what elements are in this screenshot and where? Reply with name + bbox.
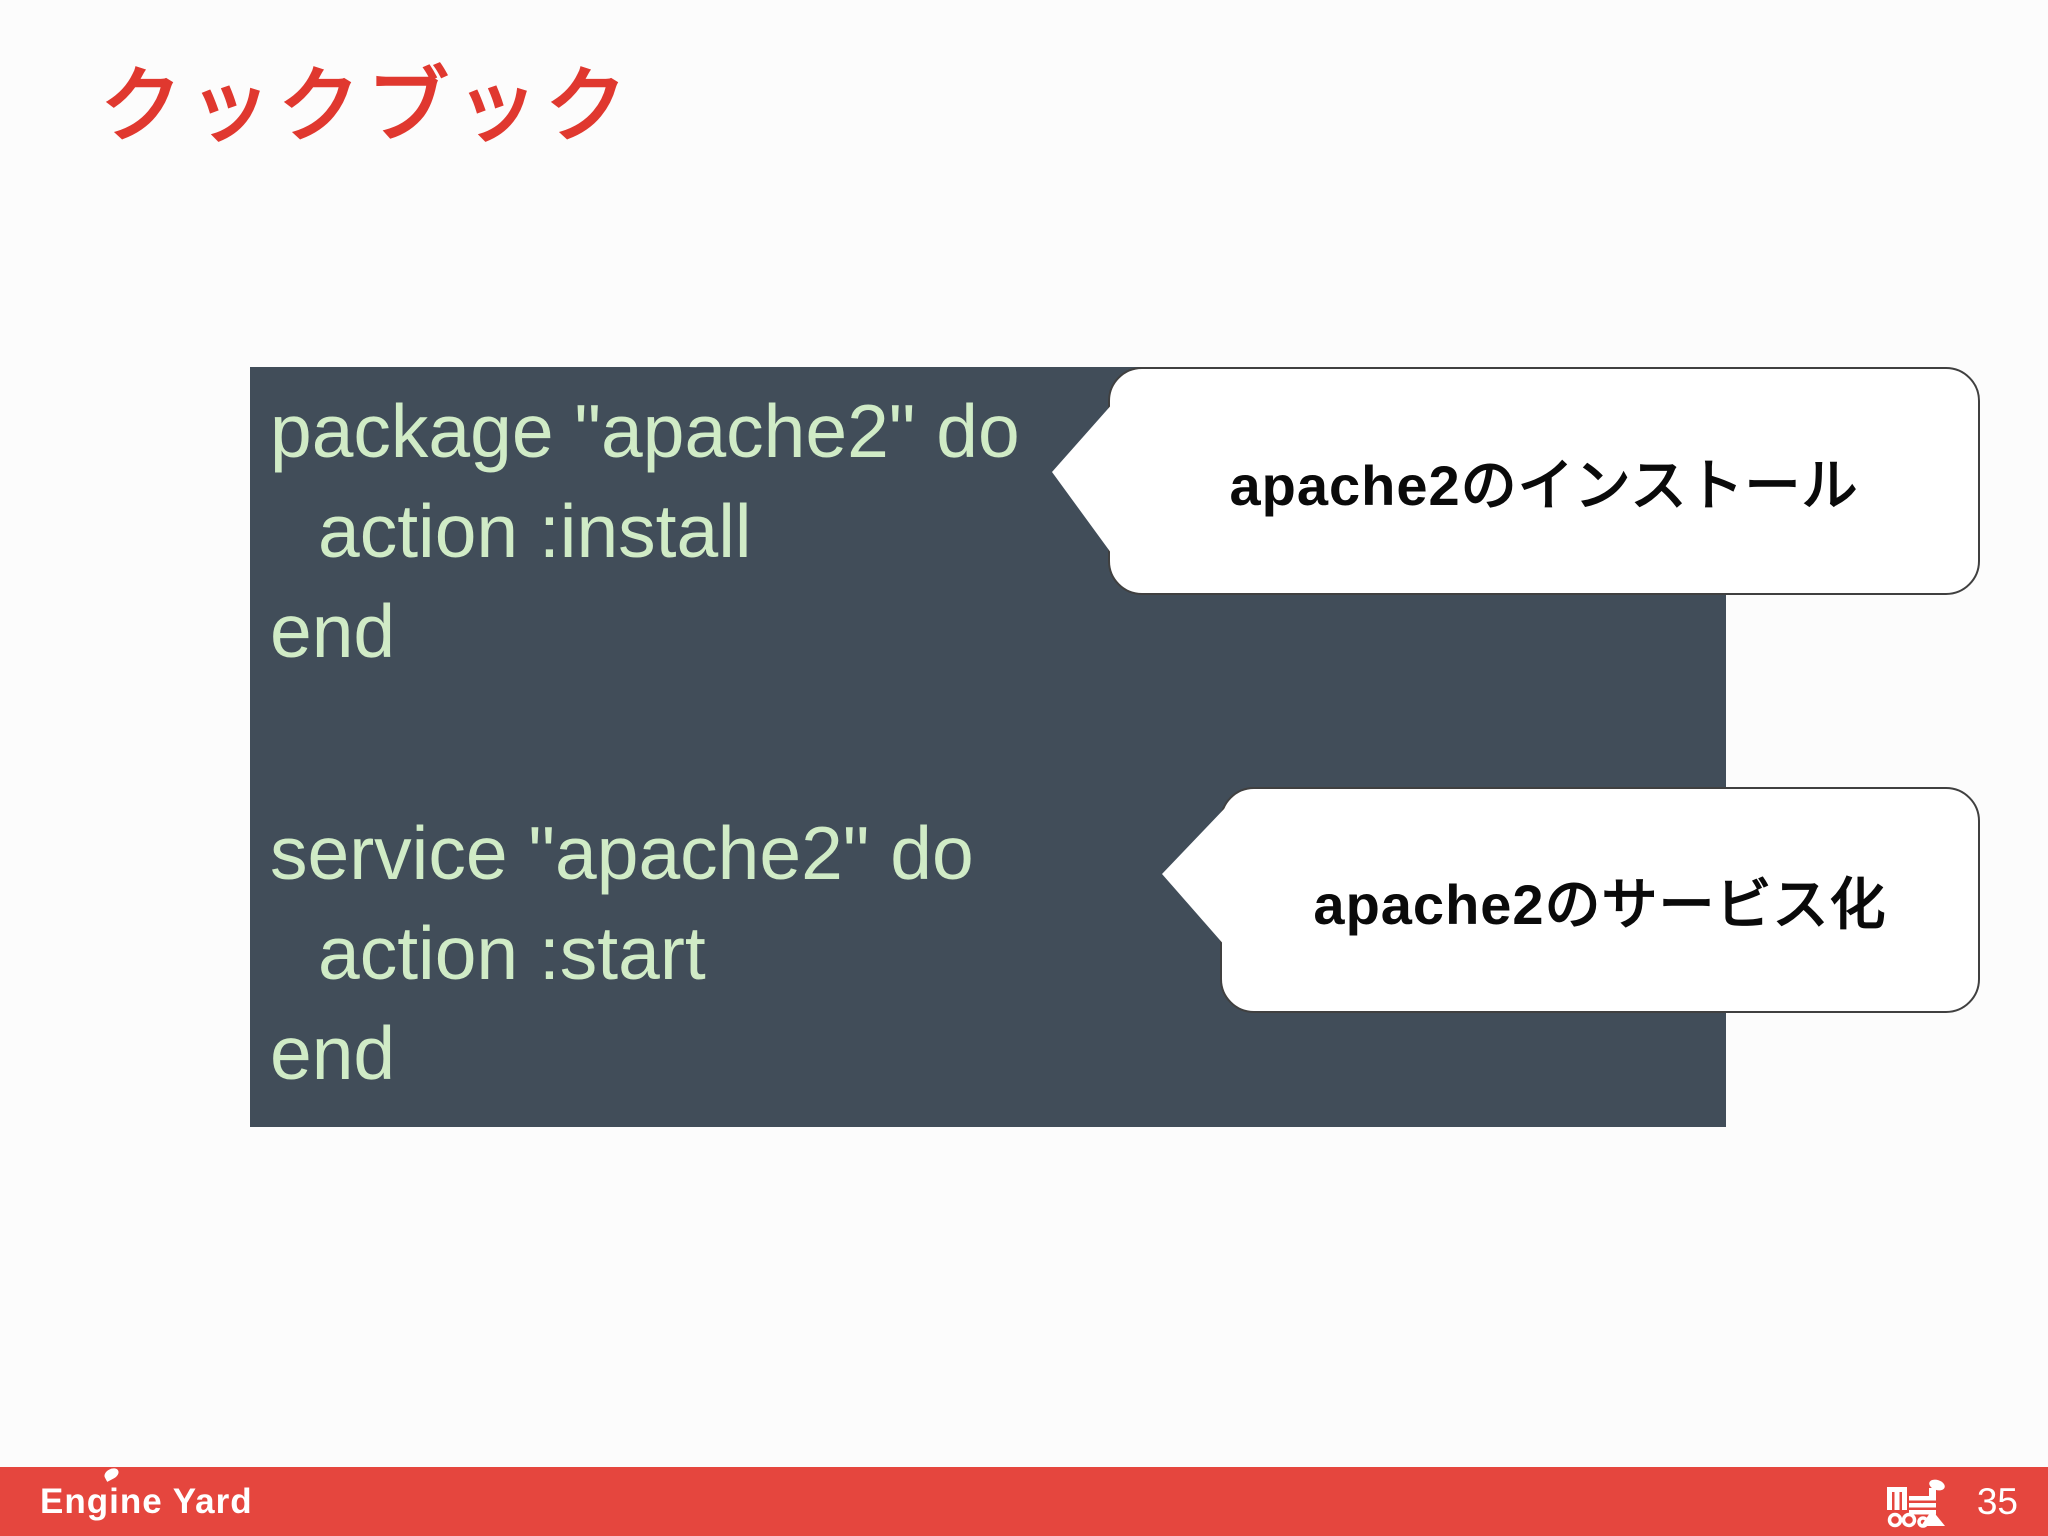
code-line: action :install bbox=[318, 489, 752, 573]
page-number: 35 bbox=[1976, 1480, 2018, 1522]
callout-service: apache2のサービス化 bbox=[1162, 787, 1980, 1013]
code-line-blank bbox=[270, 681, 1726, 803]
footer-bar: Engine Yard bbox=[0, 1465, 2048, 1536]
code-line: action :start bbox=[318, 911, 706, 995]
code-line: end bbox=[270, 589, 396, 673]
callout-service-label: apache2のサービス化 bbox=[1313, 872, 1887, 936]
code-line: end bbox=[270, 1011, 396, 1095]
code-line: service "apache2" do bbox=[270, 811, 974, 895]
engine-yard-logo: Engine Yard bbox=[40, 1465, 253, 1522]
callout-install: apache2のインストール bbox=[1052, 367, 1980, 595]
leaf-icon bbox=[102, 1465, 121, 1482]
page-title: クックブック bbox=[100, 61, 635, 152]
code-line: package "apache2" do bbox=[270, 389, 1020, 473]
train-icon bbox=[1886, 1479, 1945, 1528]
footer-right: 35 bbox=[1885, 1467, 2018, 1536]
engine-yard-logo-text: Engine Yard bbox=[40, 1481, 253, 1521]
callout-install-label: apache2のインストール bbox=[1229, 453, 1859, 517]
